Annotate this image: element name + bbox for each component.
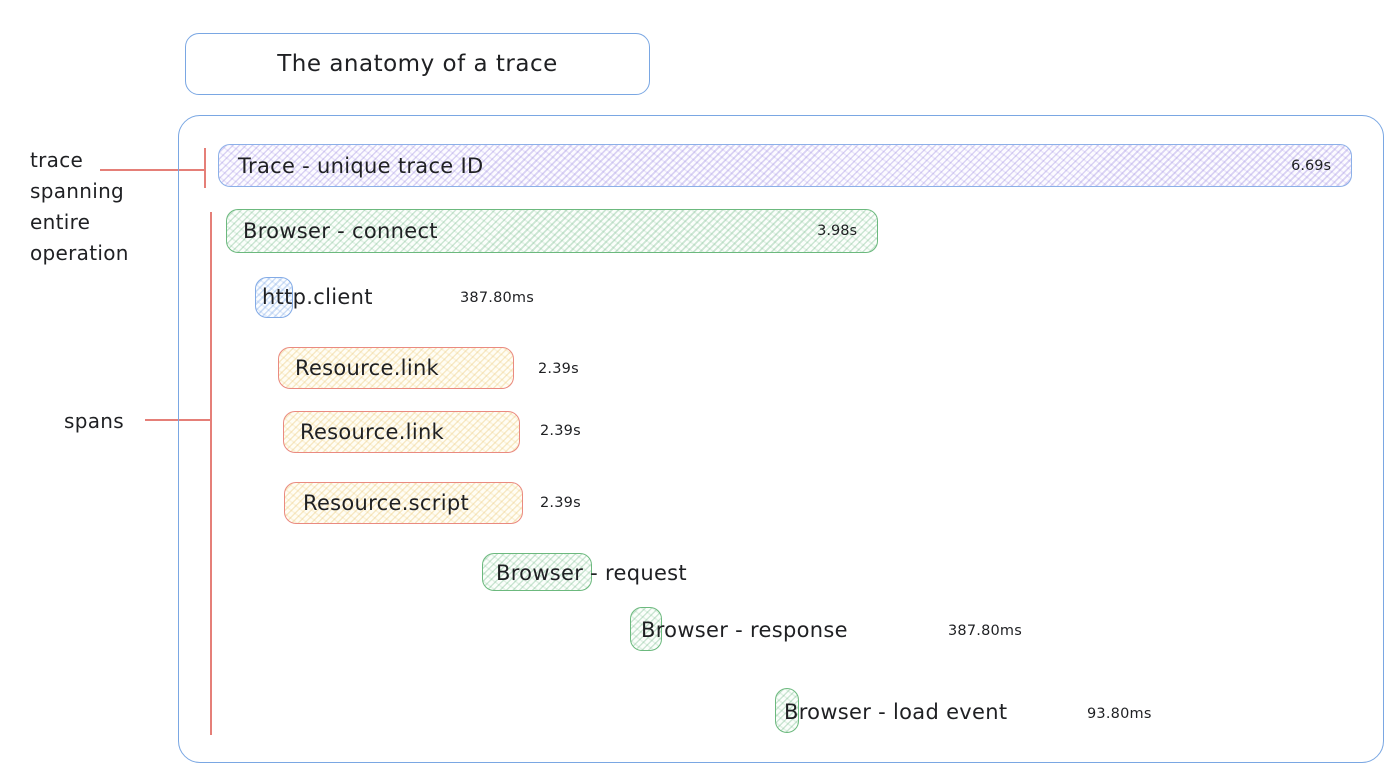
span-label: Browser - request bbox=[496, 561, 687, 585]
span-duration: 387.80ms bbox=[948, 623, 1023, 639]
span-duration: 3.98s bbox=[817, 223, 857, 239]
span-bar-resource-link-2: Resource.link bbox=[283, 411, 520, 453]
span-duration: 2.39s bbox=[538, 361, 579, 377]
span-duration: 2.39s bbox=[540, 495, 581, 511]
span-label: Resource.script bbox=[303, 491, 469, 515]
span-label: Trace - unique trace ID bbox=[238, 153, 484, 178]
span-label: Resource.link bbox=[295, 356, 440, 380]
span-duration: 387.80ms bbox=[460, 290, 535, 306]
trace-annotation-text: trace spanning entire operation bbox=[30, 148, 129, 265]
diagram-title-box: The anatomy of a trace bbox=[185, 33, 650, 95]
span-bar-resource-link-1: Resource.link bbox=[278, 347, 514, 389]
span-label: Resource.link bbox=[300, 420, 445, 444]
span-bar-browser-response bbox=[630, 607, 662, 651]
span-label: http.client bbox=[262, 285, 373, 309]
trace-container-box bbox=[178, 115, 1384, 763]
span-bar-browser-load-event bbox=[775, 688, 799, 733]
diagram-title: The anatomy of a trace bbox=[277, 51, 558, 77]
span-bar-browser-connect: Browser - connect 3.98s bbox=[226, 209, 878, 253]
span-duration: 6.69s bbox=[1291, 157, 1331, 174]
span-label: Browser - connect bbox=[243, 219, 438, 243]
span-bar-browser-request bbox=[482, 553, 592, 591]
span-duration: 2.39s bbox=[540, 423, 581, 439]
span-duration: 93.80ms bbox=[1087, 706, 1152, 722]
trace-annotation-arrow-bar bbox=[204, 148, 206, 188]
trace-annotation-line bbox=[100, 169, 206, 171]
spans-annotation-text: spans bbox=[64, 409, 124, 433]
span-bar-resource-script: Resource.script bbox=[284, 482, 523, 524]
span-bar-trace: Trace - unique trace ID 6.69s bbox=[218, 144, 1352, 187]
span-bar-http-client bbox=[255, 277, 293, 318]
span-label: Browser - response bbox=[641, 618, 848, 642]
spans-bracket-line bbox=[210, 212, 212, 735]
span-label: Browser - load event bbox=[784, 700, 1008, 724]
